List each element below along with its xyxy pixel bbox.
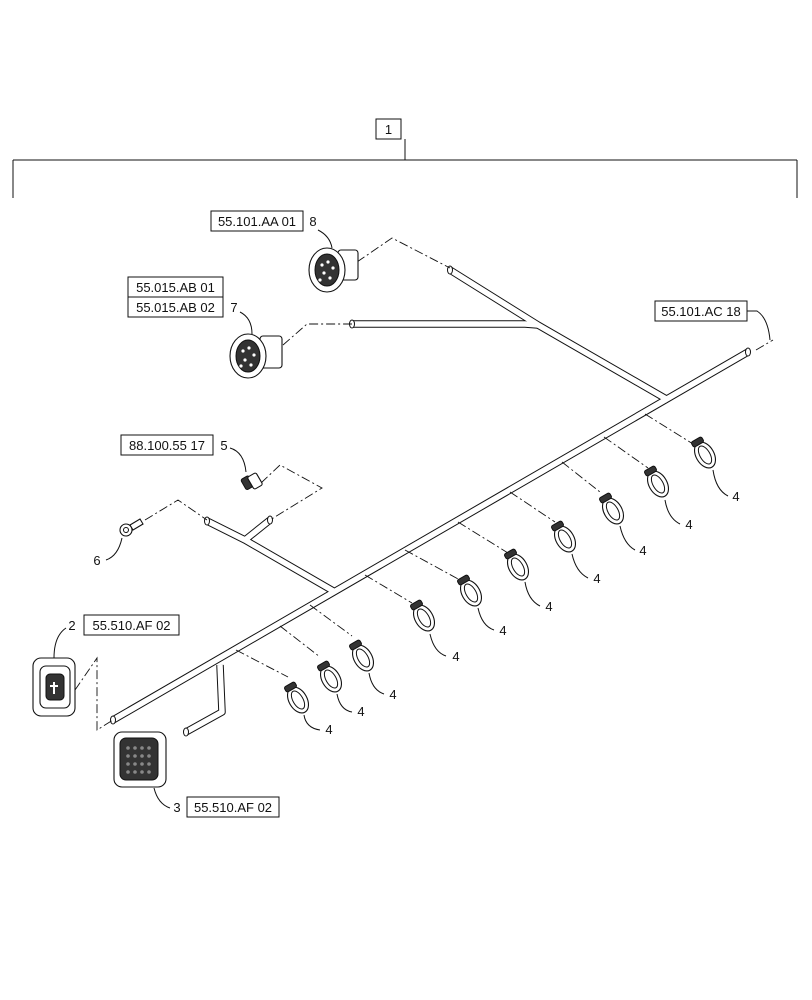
clamp [317,660,343,693]
callout-4: 4 [325,722,332,737]
callout-4: 4 [452,649,459,664]
item-6-ring-terminal [119,518,144,537]
clamp [504,548,530,581]
callout-7-group: 55.015.AB 01 55.015.AB 02 7 [127,276,253,335]
callout-3: 3 [173,800,180,815]
assembly-bracket: 1 [12,118,798,198]
callout-4: 4 [389,687,396,702]
callout-8: 8 [309,214,316,229]
clamp-callouts: 4 4 4 4 4 4 4 4 4 4 [303,469,740,737]
callout-4: 4 [639,543,646,558]
ref-55-510-af-02-bottom: 55.510.AF 02 [194,800,272,815]
clamp [551,520,577,553]
callout-6: 6 [93,553,100,568]
clamps [284,436,717,714]
ref-88-100-55-17: 88.100.55 17 [129,438,205,453]
callout-4: 4 [499,623,506,638]
leader-lines [74,237,774,731]
callout-4: 4 [685,517,692,532]
callout-4: 4 [732,489,739,504]
callout-7: 7 [230,300,237,315]
ref-55-510-af-02-top: 55.510.AF 02 [92,618,170,633]
callout-2: 2 [68,618,75,633]
item-5-part [240,472,263,490]
clamp [410,599,436,632]
connector-8 [308,247,359,293]
connector-2 [32,657,76,717]
callout-2-group: 2 55.510.AF 02 [53,614,180,659]
callout-4: 4 [545,599,552,614]
callout-4: 4 [593,571,600,586]
connector-7 [229,333,283,379]
connector-3 [113,731,167,788]
ref-55-101-aa-01: 55.101.AA 01 [218,214,296,229]
clamp [644,465,670,498]
ref-55-101-ac-18: 55.101.AC 18 [661,304,741,319]
callout-8-group: 55.101.AA 01 8 [210,210,333,249]
clamp [599,492,625,525]
callout-6-group: 6 [93,537,123,568]
callout-4: 4 [357,704,364,719]
callout-1: 1 [385,122,392,137]
clamp [457,574,483,607]
clamp [349,639,375,672]
callout-3-group: 3 55.510.AF 02 [153,787,280,818]
ref-55-015-ab-01: 55.015.AB 01 [136,280,215,295]
harness-wires [110,265,751,737]
callout-end-ref-group: 55.101.AC 18 [654,300,771,341]
clamp [284,681,310,714]
callout-5: 5 [220,438,227,453]
ref-55-015-ab-02: 55.015.AB 02 [136,300,215,315]
callout-5-group: 88.100.55 17 5 [120,434,247,473]
clamp [691,436,717,469]
